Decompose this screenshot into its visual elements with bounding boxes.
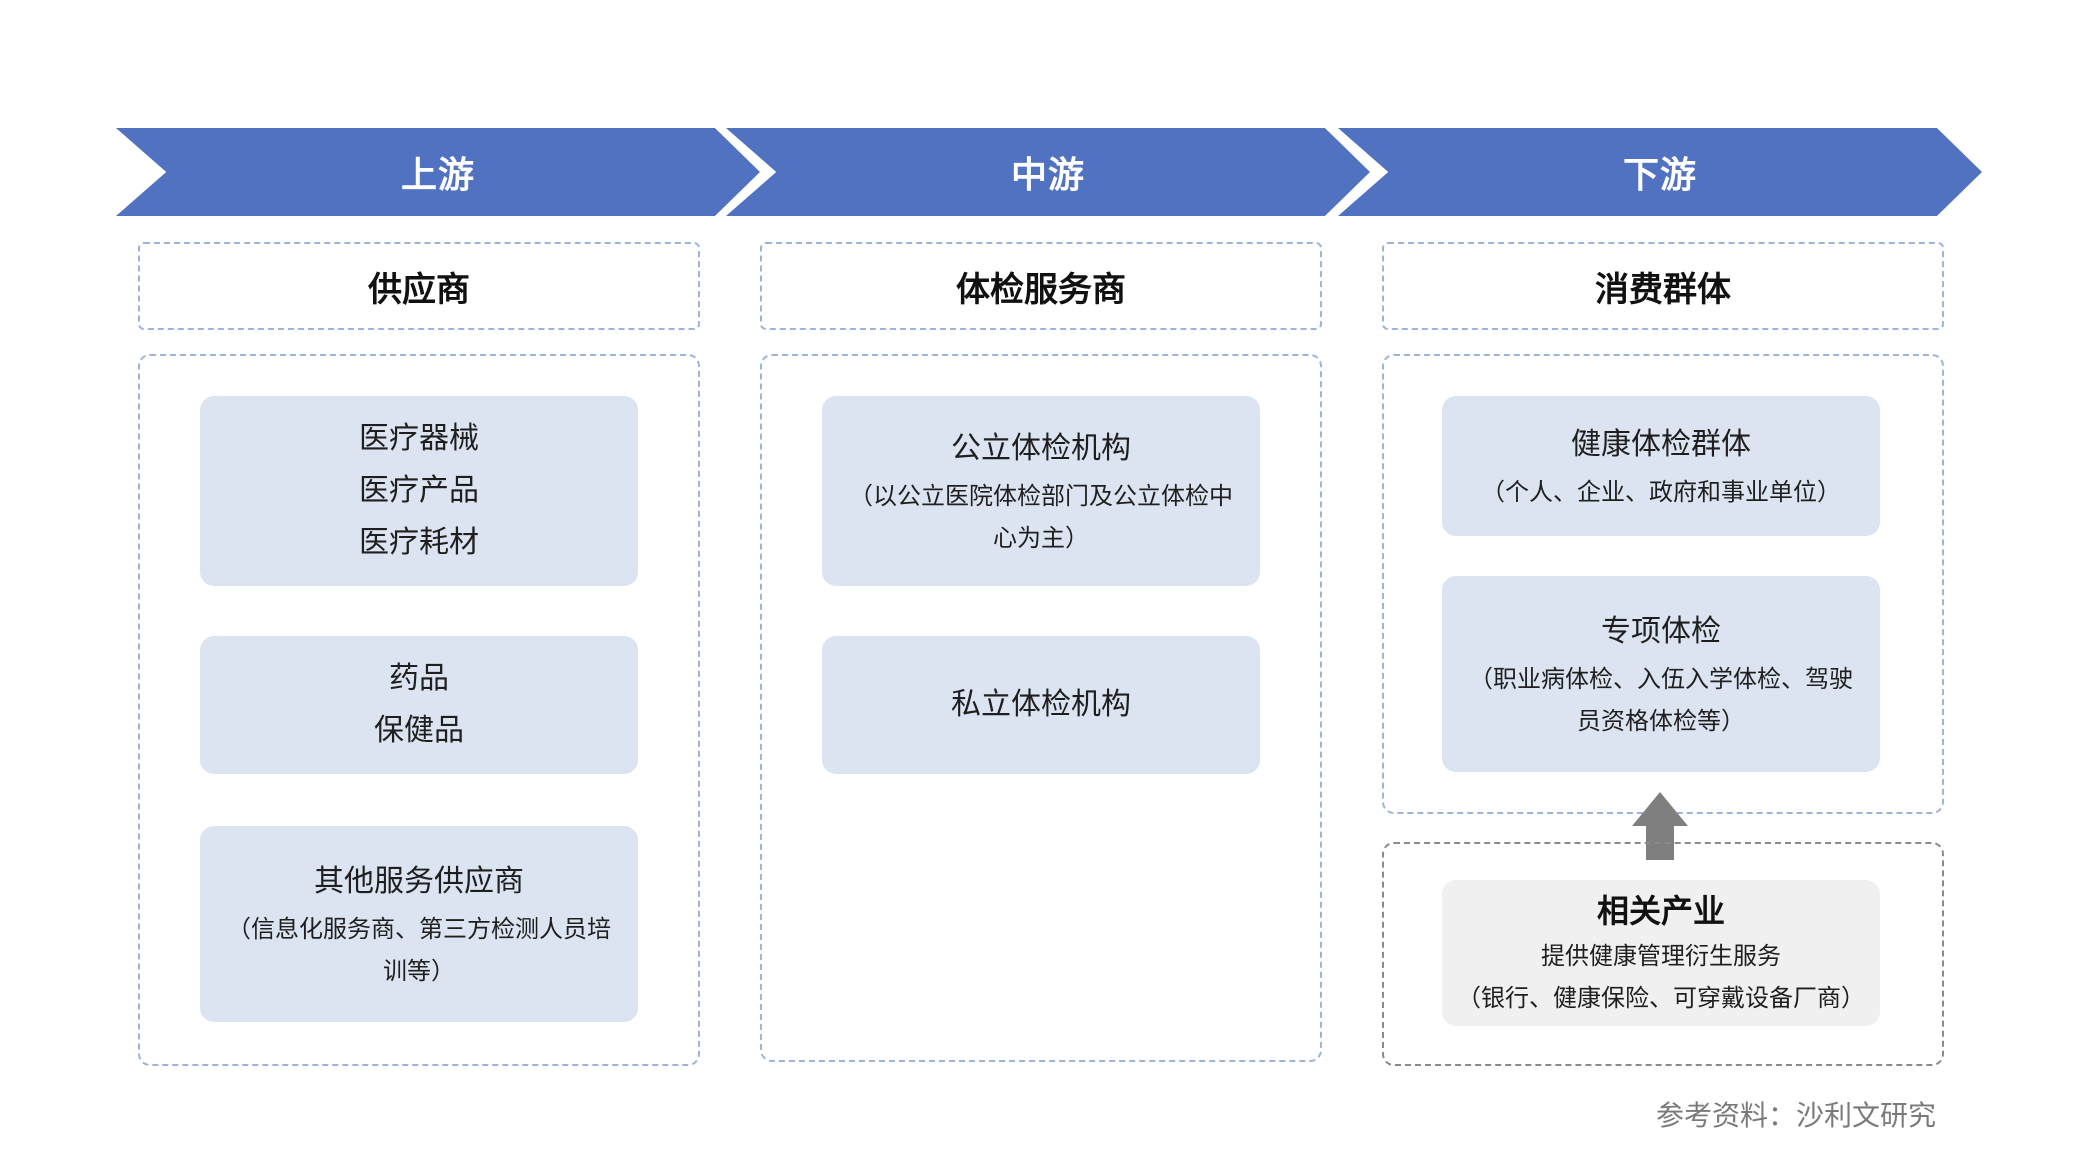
card-line: 提供健康管理衍生服务	[1541, 942, 1781, 970]
header-text: 消费群体	[1595, 269, 1731, 310]
card-related-industry: 相关产业 提供健康管理衍生服务 （银行、健康保险、可穿戴设备厂商）	[1442, 880, 1880, 1026]
card-line: 医疗耗材	[359, 525, 479, 560]
stage-label: 下游	[1622, 155, 1697, 196]
card-sub: 训等）	[383, 957, 455, 985]
card-line: （银行、健康保险、可穿戴设备厂商）	[1457, 984, 1865, 1012]
header-suppliers: 供应商	[138, 242, 700, 330]
stage-upstream-banner: 上游	[116, 128, 760, 216]
card-line: 药品	[389, 661, 449, 696]
stage-downstream-banner: 下游	[1338, 128, 1982, 216]
header-text: 体检服务商	[956, 269, 1126, 310]
card-line: 医疗器械	[359, 421, 479, 456]
related-industry-box	[1382, 842, 1944, 1066]
header-consumers: 消费群体	[1382, 242, 1944, 330]
card-sub: （个人、企业、政府和事业单位）	[1481, 478, 1841, 506]
upstream-column	[138, 354, 700, 1066]
header-service-providers: 体检服务商	[760, 242, 1322, 330]
card-title: 专项体检	[1601, 614, 1721, 649]
card-title: 公立体检机构	[951, 431, 1131, 466]
card-sub: （以公立医院体检部门及公立体检中	[849, 482, 1233, 510]
stage-label: 上游	[400, 155, 475, 196]
card-sub: 员资格体检等）	[1577, 707, 1745, 735]
stage-label: 中游	[1010, 155, 1085, 196]
card-title: 健康体检群体	[1571, 427, 1751, 462]
card-sub: 心为主）	[993, 524, 1089, 552]
card-health-checkup-group: 健康体检群体 （个人、企业、政府和事业单位）	[1442, 396, 1880, 536]
card-public-institutions: 公立体检机构 （以公立医院体检部门及公立体检中 心为主）	[822, 396, 1260, 586]
card-drugs: 药品 保健品	[200, 636, 638, 774]
card-medical-devices: 医疗器械 医疗产品 医疗耗材	[200, 396, 638, 586]
stage-midstream-banner: 中游	[726, 128, 1370, 216]
source-note: 参考资料：沙利文研究	[1655, 1099, 1936, 1132]
card-line: 医疗产品	[359, 473, 479, 508]
card-private-institutions: 私立体检机构	[822, 636, 1260, 774]
card-special-checkup: 专项体检 （职业病体检、入伍入学体检、驾驶 员资格体检等）	[1442, 576, 1880, 772]
card-title: 其他服务供应商	[314, 864, 524, 899]
card-line: 保健品	[374, 713, 464, 748]
header-text: 供应商	[368, 269, 470, 310]
card-sub: （信息化服务商、第三方检测人员培	[227, 915, 611, 943]
card-title: 私立体检机构	[951, 687, 1131, 722]
card-title: 相关产业	[1596, 892, 1725, 930]
card-sub: （职业病体检、入伍入学体检、驾驶	[1469, 665, 1853, 693]
midstream-column	[760, 354, 1322, 1062]
card-other-suppliers: 其他服务供应商 （信息化服务商、第三方检测人员培 训等）	[200, 826, 638, 1022]
